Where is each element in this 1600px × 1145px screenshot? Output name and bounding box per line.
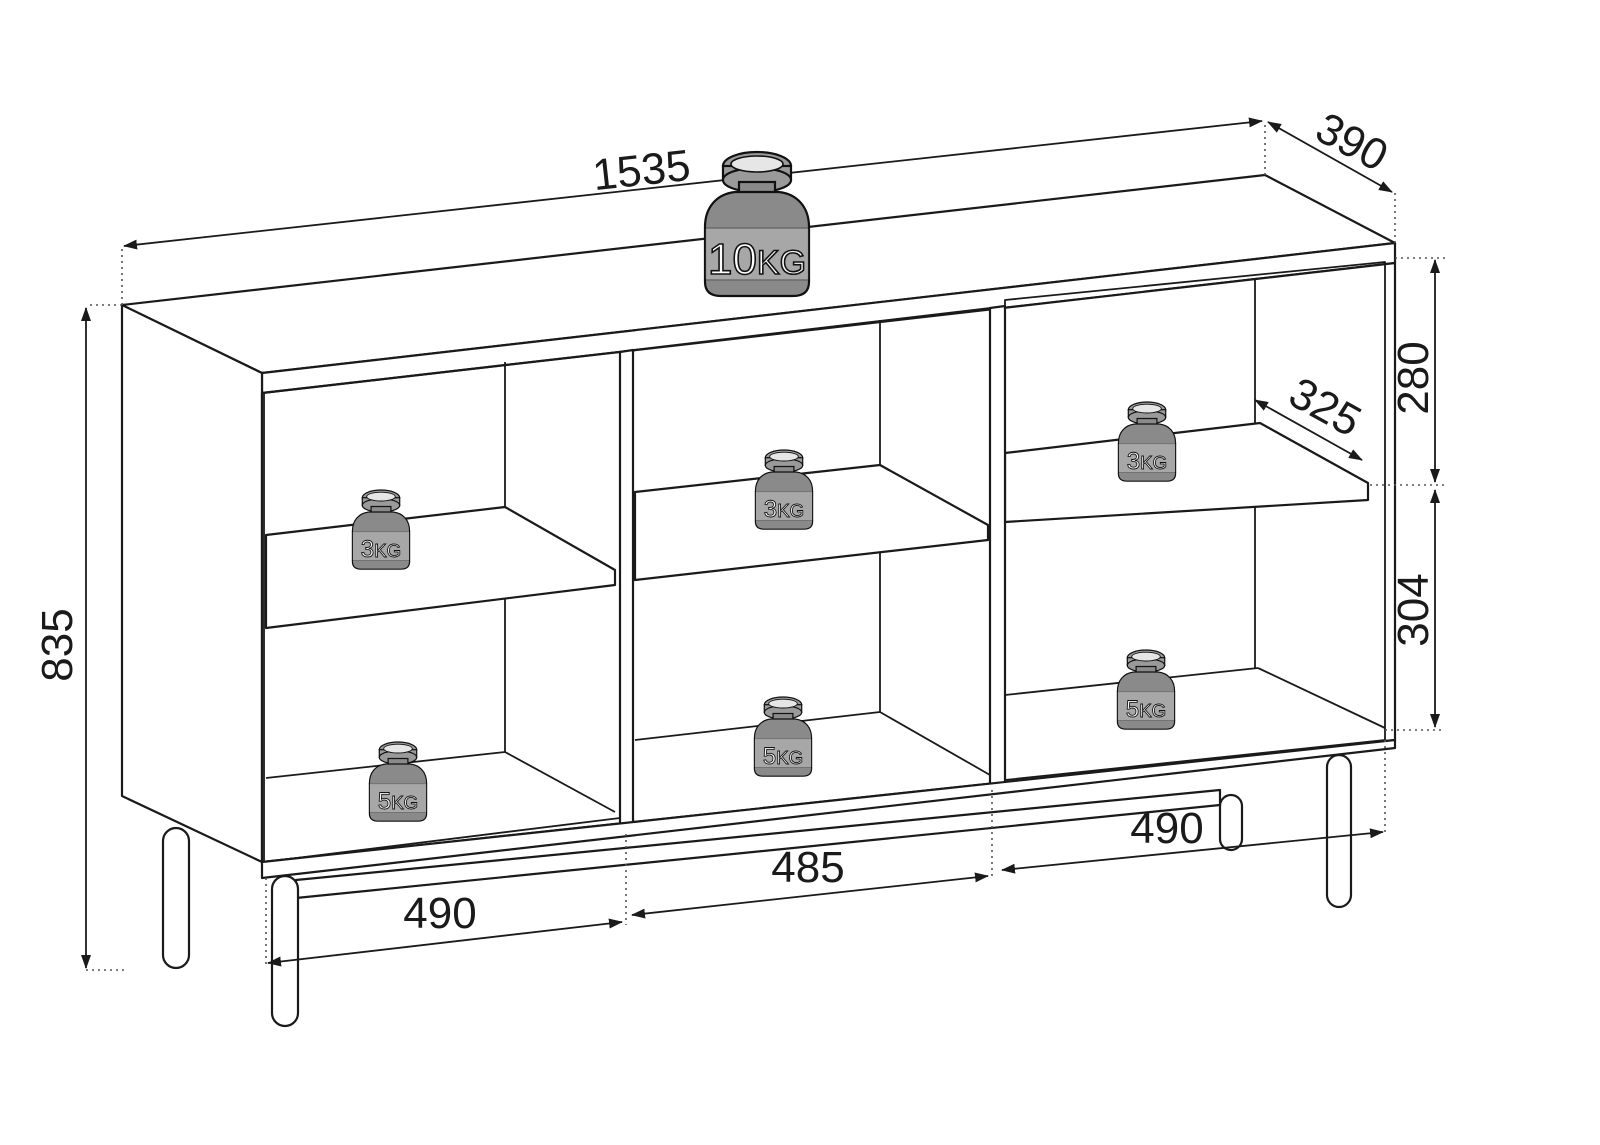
weight-label: 3KG: [361, 536, 401, 563]
partition-right: [988, 304, 1007, 794]
weight-label: 3KG: [764, 496, 804, 523]
left-side-panel: [120, 303, 264, 864]
leg-back-left: [161, 826, 191, 970]
dim-bottom-middle: 485: [771, 843, 844, 892]
dim-bottom-left-line: [267, 918, 623, 967]
weight-shelf-right-lower: 5KG: [1116, 649, 1176, 730]
weight-shelf-right-upper: 3KG: [1117, 401, 1177, 482]
dimension-lines: [81, 117, 1440, 969]
weight-label: 5KG: [378, 788, 418, 815]
weight-shelf-left-lower: 5KG: [368, 741, 428, 822]
dim-depth-line: [1267, 121, 1393, 193]
leg-front-right: [1325, 753, 1353, 909]
dim-shelf-depth-line: [1254, 399, 1363, 461]
weight-label: 10KG: [708, 235, 806, 284]
weight-label: 3KG: [1127, 448, 1167, 475]
dim-width-line: [123, 117, 1263, 250]
dim-lower-height: 304: [1389, 573, 1438, 646]
dim-bottom-middle-line: [631, 872, 989, 919]
bottom-plinth: [260, 738, 1397, 880]
partition-left: [618, 348, 635, 836]
dim-total-height: 835: [33, 608, 82, 681]
weight-label: 5KG: [1126, 696, 1166, 723]
extension-lines: [86, 122, 1445, 971]
dim-bottom-right-line: [1001, 828, 1384, 874]
leg-front-left: [270, 874, 300, 1028]
sideboard-body: [120, 173, 1397, 1028]
weight-top: 10KG: [703, 150, 811, 298]
leg-back-right: [1218, 793, 1244, 852]
dim-depth: 390: [1308, 103, 1396, 181]
weight-shelf-left-upper: 3KG: [351, 489, 411, 570]
dim-total-width: 1535: [590, 141, 693, 200]
dim-upper-height: 280: [1389, 341, 1438, 414]
dim-bottom-left: 490: [403, 889, 476, 938]
weights-layer: 10KG 3KG 3KG 3KG 5KG 5KG 5KG: [351, 150, 1177, 822]
dim-bottom-right: 490: [1130, 804, 1203, 853]
weight-shelf-middle-upper: 3KG: [754, 449, 814, 530]
weight-label: 5KG: [763, 743, 803, 770]
weight-shelf-middle-lower: 5KG: [753, 696, 813, 777]
